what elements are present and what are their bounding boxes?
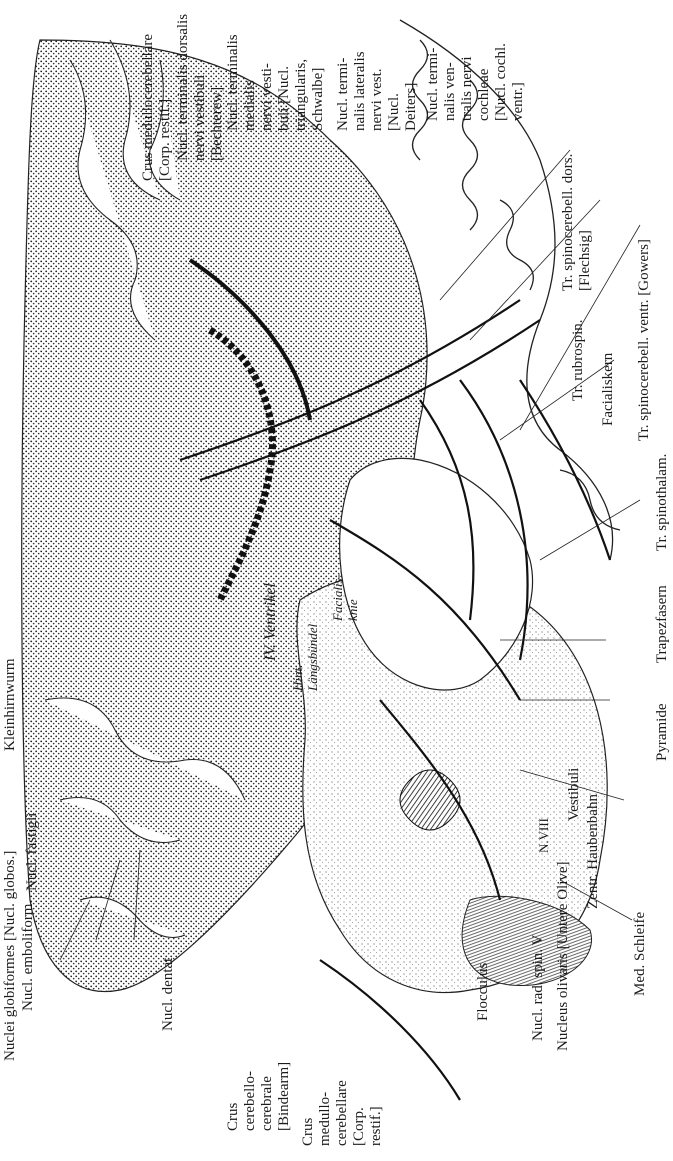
label-nucl-fastigii: Nucl. fastigii xyxy=(24,813,41,891)
label-iv-ventrikel: IV. Ventrikel xyxy=(262,583,279,661)
label-flocculus: Flocculus xyxy=(475,963,492,1021)
label-vestibuli: Vestibuli xyxy=(566,768,583,821)
label-nucl-terminalis-dorsalis: Nucl. terminalis dorsalis nervi vestibul… xyxy=(175,14,226,161)
label-crus-medullo-cerebellare: Crus medullo- cerebellare [Corp. restif.… xyxy=(300,1080,385,1146)
label-tr-spinocerebell-dors: Tr. spinocerebell. dors. [Flechsig] xyxy=(560,154,594,291)
label-tr-spinothalam: Tr. spinothalam. xyxy=(654,454,671,551)
label-facialis-knie: Facialis- knie xyxy=(330,574,360,621)
label-hint-laengsbuendel: Hint. Längsbündel xyxy=(290,624,320,691)
label-tr-rubrospin: Tr. rubrospin. xyxy=(570,319,587,401)
label-nucl-terminalis-ventralis: Nucl. termi- nalis ven- tralis nervi coc… xyxy=(425,43,527,121)
label-nucl-emboliform: Nucl. emboliform. xyxy=(20,900,37,1011)
label-med-schleife: Med. Schleife xyxy=(632,912,649,996)
label-nucl-rad-spin-v: Nucl. rad. spin. V xyxy=(530,935,547,1041)
label-kleinhirnwurm: Kleinhirnwurm xyxy=(2,659,19,751)
label-pyramide: Pyramide xyxy=(654,704,671,762)
label-nuclei-globiformes: Nuclei globiformes [Nucl. globos.] xyxy=(2,851,19,1061)
label-nucl-dentat: Nucl. dentat xyxy=(160,958,177,1031)
label-nucl-terminalis-lateralis: Nucl. termi- nalis lateralis nervi vest.… xyxy=(335,51,420,131)
label-crus-cerebello-cerebrale: Crus cerebello- cerebrale [Bindearm] xyxy=(225,1062,293,1131)
label-tr-spinocerebell-ventr: Tr. spinocerebell. ventr. [Gowers] xyxy=(636,239,653,441)
label-crus-medullocerebellare-top: Crus medullocerebellare [Corp. restif.] xyxy=(140,34,174,181)
label-nucleus-olivaris: Nucleus olivaris [Untere Olive] xyxy=(555,861,572,1051)
label-n-viii: N.VIII xyxy=(536,818,551,853)
label-trapezfasern: Trapezfasern xyxy=(654,585,671,663)
label-facialiskern: Facialiskern xyxy=(600,353,617,426)
label-nucl-terminalis-medialis: Nucl. terminalis medialis nervi vesti- b… xyxy=(225,34,327,131)
label-zentr-haubenbahn: Zentr. Haubenbahn xyxy=(585,794,602,909)
